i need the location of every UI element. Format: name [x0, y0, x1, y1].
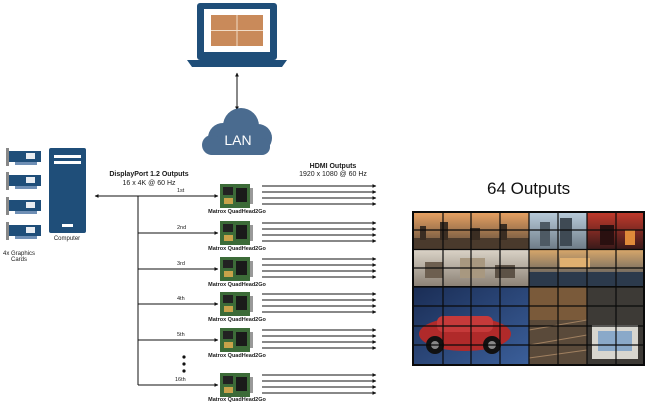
laptop-icon	[187, 3, 287, 67]
dp-outputs-title: DisplayPort 1.2 Outputs	[109, 171, 189, 178]
unit-caption: Matrox QuadHead2Go	[208, 397, 266, 403]
unit-caption: Matrox QuadHead2Go	[208, 246, 266, 252]
lan-cloud-icon	[202, 108, 272, 155]
hdmi-outputs-title: HDMI Outputs	[309, 163, 357, 170]
unit-ordinal: 5th	[177, 332, 185, 338]
computer-tower-icon	[49, 148, 86, 233]
graphics-cards-label: 4x Graphics Cards	[2, 251, 35, 264]
dp-connection-lines	[94, 194, 219, 387]
dp-outputs-spec: 16 x 4K @ 60 Hz	[122, 180, 176, 187]
hdmi-outputs-spec: 1920 x 1080 @ 60 Hz	[299, 171, 367, 178]
hdmi-output-arrows	[262, 184, 377, 395]
unit-ordinal: 2nd	[177, 225, 187, 231]
video-wall-title: 64 Outputs	[487, 179, 571, 198]
video-wall	[412, 211, 645, 366]
unit-ordinal: 16th	[175, 377, 186, 383]
graphics-cards-icon	[6, 148, 41, 240]
computer-label: Computer	[53, 236, 81, 242]
unit-caption: Matrox QuadHead2Go	[208, 353, 266, 359]
ellipsis-dots	[182, 355, 186, 373]
lan-label: LAN	[224, 132, 252, 148]
unit-ordinal: 4th	[177, 296, 185, 302]
unit-caption: Matrox QuadHead2Go	[208, 317, 266, 323]
unit-ordinal: 1st	[177, 188, 185, 194]
quadhead-boards	[220, 184, 253, 397]
unit-caption: Matrox QuadHead2Go	[208, 209, 266, 215]
unit-caption: Matrox QuadHead2Go	[208, 282, 266, 288]
unit-ordinal: 3rd	[177, 261, 185, 267]
